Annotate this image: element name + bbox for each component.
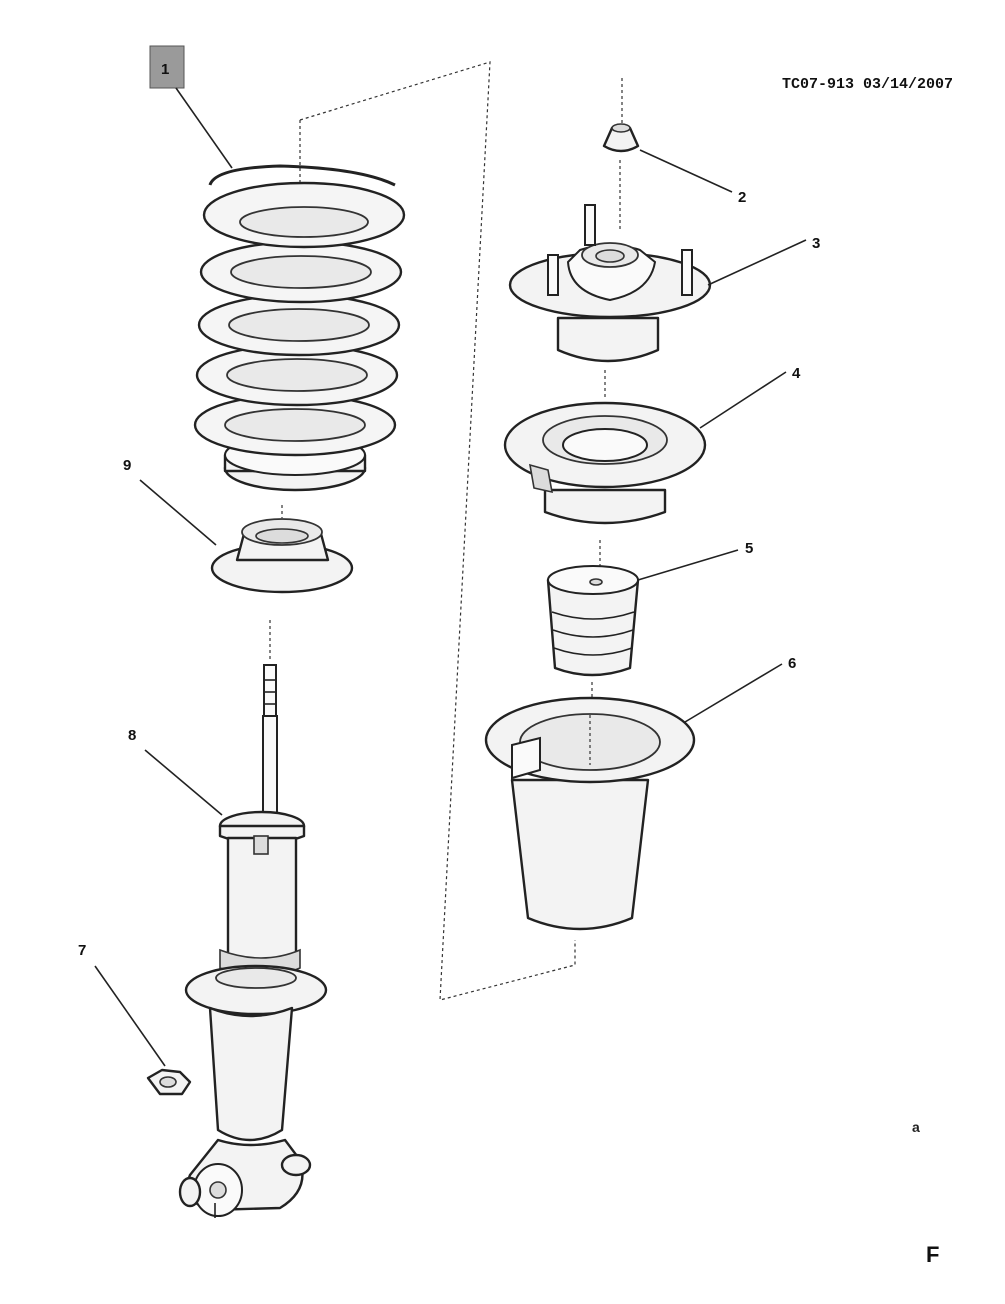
callout-6-label: 6 [788, 655, 796, 672]
callout-2-label: 2 [738, 189, 746, 206]
jounce-cup-part[interactable] [484, 696, 696, 931]
nut-part[interactable] [146, 1068, 192, 1096]
corner-glyph: F [926, 1242, 939, 1267]
coil-spring-part[interactable] [193, 164, 406, 492]
bump-stop-part[interactable] [546, 565, 640, 677]
callout-5-label: 5 [745, 540, 753, 557]
callout-1-highlight [149, 45, 185, 89]
spring-seat-part[interactable] [210, 518, 354, 594]
callout-8-label: 8 [128, 727, 136, 744]
corner-dot-mark: a [912, 1119, 920, 1135]
callout-9-leader [139, 479, 217, 546]
strut-absorber-part[interactable] [178, 664, 328, 1218]
drawing-stamp: TC07-913 03/14/2007 [782, 76, 953, 93]
callout-7-label: 7 [78, 942, 86, 959]
top-nut-part[interactable] [602, 123, 640, 153]
callout-2-leader [639, 149, 733, 193]
callout-5-leader [637, 549, 739, 581]
callout-3-leader [707, 239, 807, 286]
callout-1-label: 1 [161, 61, 169, 78]
callout-3-label: 3 [812, 235, 820, 252]
callout-6-leader [684, 663, 783, 723]
callout-1-leader [175, 87, 233, 169]
callout-8-leader [144, 749, 223, 816]
assembly-bracket-line [299, 61, 576, 1001]
callout-9-label: 9 [123, 457, 131, 474]
upper-spring-seat-part[interactable] [503, 401, 707, 525]
callout-4-label: 4 [792, 365, 801, 382]
callout-4-leader [699, 371, 787, 429]
upper-mount-part[interactable] [508, 204, 712, 363]
callout-7-leader [94, 965, 166, 1067]
